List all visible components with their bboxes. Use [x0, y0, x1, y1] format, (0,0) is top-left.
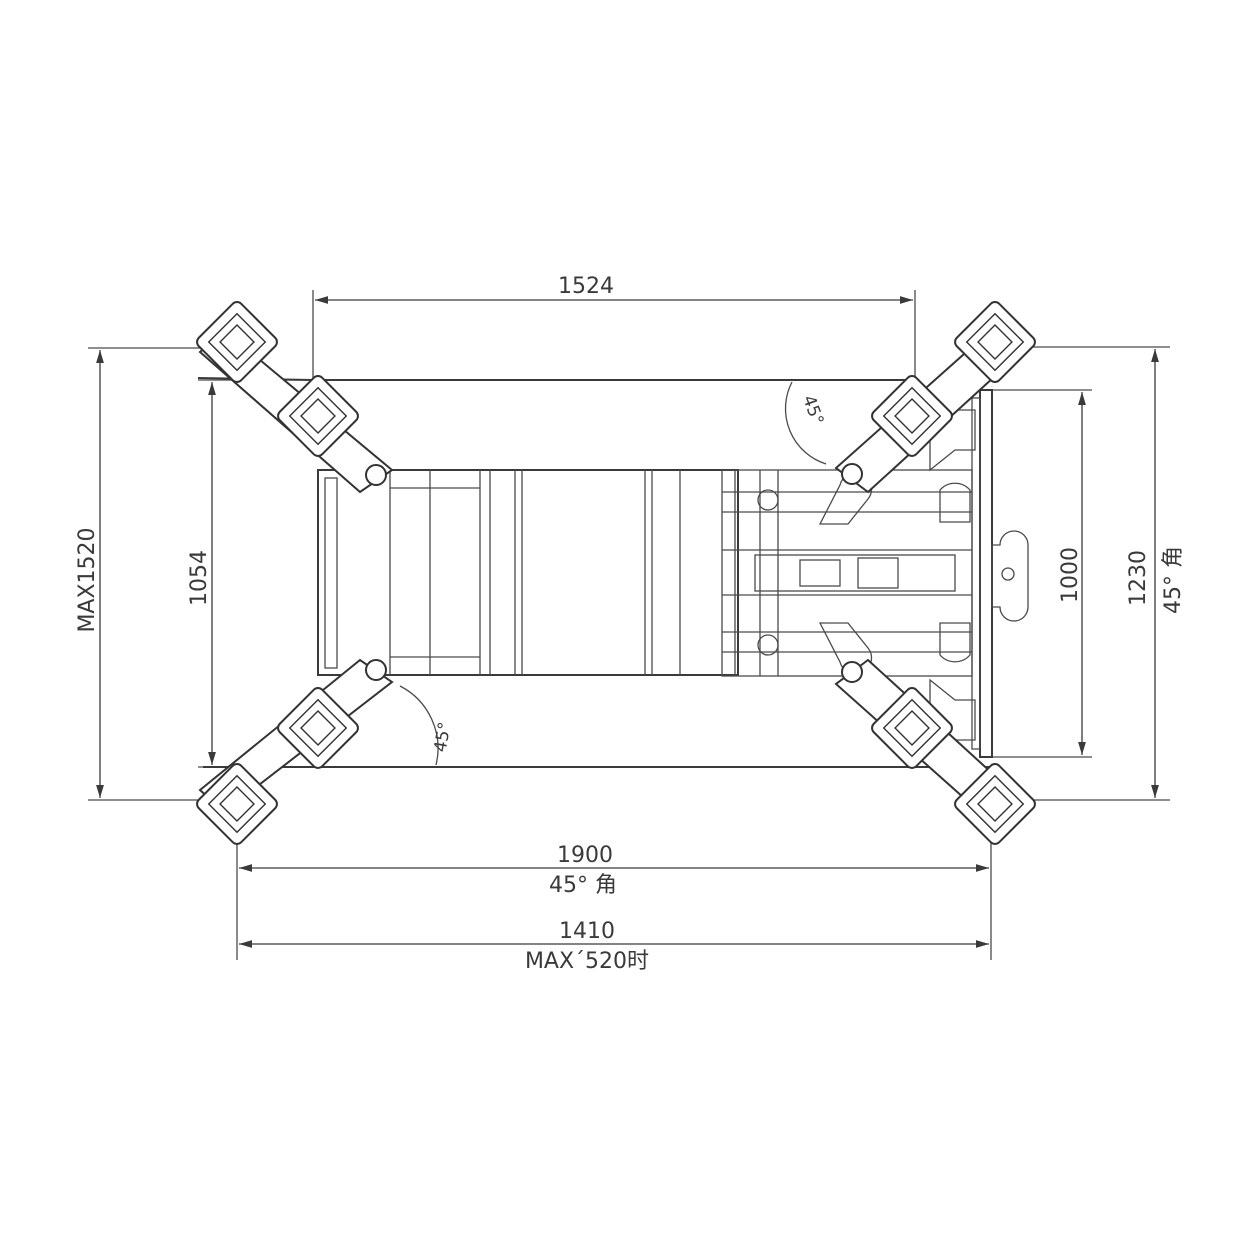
angle-marker-top-right: 45° [784, 381, 827, 465]
lift-pad-bottom-right-inner [871, 687, 953, 769]
dimension-bottom-first: 1900 45° 角 [236, 835, 992, 960]
dimension-top-width-label: 1524 [558, 274, 614, 299]
center-carriage [317, 469, 739, 676]
dimension-bottom-first-label: 1900 [557, 843, 613, 868]
dimension-right-inner-label: 1000 [1058, 547, 1083, 603]
dimension-top-width: 1524 [312, 274, 916, 382]
dimension-bottom-second-label: 1410 [559, 919, 615, 944]
dimension-bottom-second-note: MAX´520时 [525, 949, 649, 974]
arm-top-right-pin [841, 463, 863, 485]
dimension-left-inner-label: 1054 [187, 550, 212, 606]
lift-pad-bottom-right-outer [954, 763, 1036, 845]
dimension-left-outer-label: MAX1520 [75, 527, 100, 632]
dimension-bottom-first-note: 45° 角 [549, 873, 617, 898]
lift-pad-bottom-left-inner [277, 687, 359, 769]
arm-top-left-pin [365, 464, 387, 486]
dimension-right-outer: 1230 45° 角 [1030, 346, 1186, 801]
dimension-bottom-second: 1410 MAX´520时 [239, 919, 989, 974]
angle-marker-bottom-left: 45° [399, 685, 456, 766]
dimension-right-inner: 1000 [992, 389, 1092, 758]
dimension-left-outer: MAX1520 [75, 347, 215, 801]
arm-bottom-right-pin [841, 661, 863, 683]
lift-pad-top-right-inner [871, 375, 953, 457]
arm-bottom-left-pin [365, 659, 387, 681]
lift-pad-bottom-left-outer [196, 763, 278, 845]
dimension-right-outer-label: 1230 [1126, 550, 1151, 606]
lift-pad-top-right-outer [954, 301, 1036, 383]
angle-label-top-right: 45° [798, 393, 827, 428]
angle-label-bottom-left: 45° [431, 721, 456, 754]
lift-pad-top-left-outer [196, 301, 278, 383]
lift-pad-top-left-inner [277, 375, 359, 457]
dimension-right-outer-angle: 45° 角 [1161, 546, 1186, 614]
